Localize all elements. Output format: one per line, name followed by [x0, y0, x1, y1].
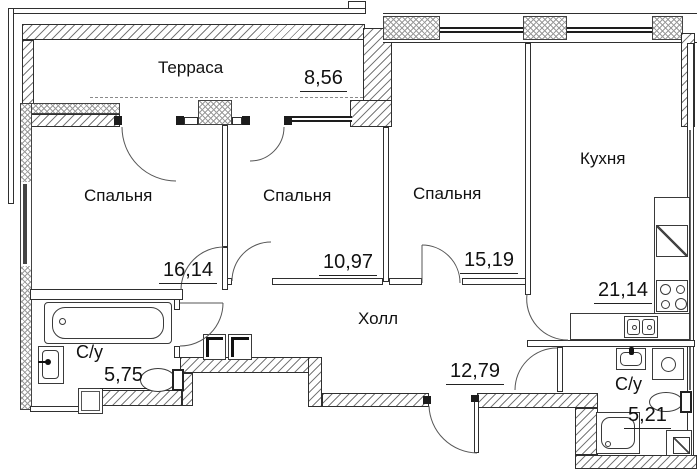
hall-label: Холл: [358, 309, 399, 328]
bedroom1-door-leaf: [222, 247, 228, 290]
bath1-east-stub-top: [174, 299, 180, 310]
hall-niche-wall: [180, 357, 310, 373]
stove: [656, 280, 688, 312]
bedroom1-label: Спальня: [84, 186, 153, 205]
terrace-wall-left: [22, 40, 34, 104]
north-wall-pier: [523, 16, 567, 40]
bedroom3-area: 15,19: [460, 250, 519, 274]
door-jamb: [176, 116, 184, 125]
bedroom2-label: Спальня: [263, 186, 332, 205]
bath2-label: С/у: [615, 374, 642, 394]
bedroom1-window: [23, 184, 27, 264]
bath2-west-thick-wall: [575, 408, 598, 455]
sink: [38, 346, 64, 384]
south-wall-right-of-entrance: [477, 393, 598, 408]
ventilation-shaft: [203, 334, 226, 360]
north-wall-pier: [383, 16, 440, 40]
toilet-tank: [172, 369, 184, 391]
bath1-south-wall: [30, 406, 80, 412]
kitchen-sink: [624, 316, 658, 338]
bedroom2-area: 10,97: [319, 252, 378, 276]
terrace-sill-line: [90, 97, 363, 98]
bedroom2-window: [292, 116, 352, 122]
door-jamb: [284, 116, 292, 125]
wall-connector-2: [232, 117, 242, 125]
entrance-jamb: [471, 395, 479, 402]
bath1-label: С/у: [76, 342, 103, 362]
entrance-door-leaf: [474, 400, 479, 453]
kitchen-window: [567, 27, 652, 33]
entrance-jamb: [423, 396, 431, 404]
washing-machine: [652, 348, 684, 380]
wall-connector-1: [184, 117, 198, 125]
north-wall-pier: [652, 16, 683, 40]
ventilation-shaft: [228, 334, 252, 360]
door-jamb: [114, 116, 122, 125]
south-wall-left-of-entrance: [322, 393, 429, 407]
bedroom3-window: [440, 27, 523, 33]
hall-area: 12,79: [446, 361, 505, 385]
terrace-area: 8,56: [300, 68, 347, 92]
fridge: [656, 225, 688, 257]
bath2-north-wall: [527, 340, 695, 347]
bedroom1-south-wall: [30, 289, 183, 300]
terrace-label: Терраса: [158, 58, 224, 77]
bath1-east-stub-bottom: [174, 346, 180, 358]
bedroom1-area: 16,14: [159, 260, 218, 284]
parapet-left: [8, 8, 14, 204]
bath1-south-thick-wall: [100, 390, 182, 406]
shower: [596, 412, 640, 454]
shaft-bottom-right: [666, 430, 692, 456]
kitchen-west-wall: [525, 43, 531, 295]
pier-a: [30, 114, 120, 127]
partition-bed2-bed3: [383, 127, 389, 282]
east-window: [689, 130, 691, 390]
pier-a-insulation: [30, 103, 120, 114]
bedroom3-south-wall: [462, 278, 528, 285]
door-jamb: [242, 116, 250, 125]
parapet-top: [8, 8, 366, 14]
parapet-step: [348, 1, 366, 9]
pier-b: [198, 100, 232, 125]
partition-bed1-bed2: [222, 125, 228, 247]
bath2-area: 5,21: [624, 405, 671, 429]
kitchen-label: Кухня: [580, 149, 626, 168]
bath1-area: 5,75: [100, 365, 147, 389]
duct-box: [78, 388, 103, 414]
bath2-west-wall: [557, 347, 563, 392]
terrace-wall-east-lower: [350, 100, 392, 127]
bathtub: [44, 302, 172, 344]
kitchen-area: 21,14: [594, 280, 653, 304]
bedroom3-south-wall: [389, 278, 422, 285]
terrace-wall-top: [22, 24, 365, 40]
bedroom2-south-wall: [272, 278, 383, 285]
hall-niche-connector: [308, 357, 322, 407]
toilet-tank: [680, 391, 692, 413]
bath2-south-wall: [575, 455, 697, 469]
bedroom3-label: Спальня: [413, 184, 482, 203]
sink: [616, 347, 646, 370]
